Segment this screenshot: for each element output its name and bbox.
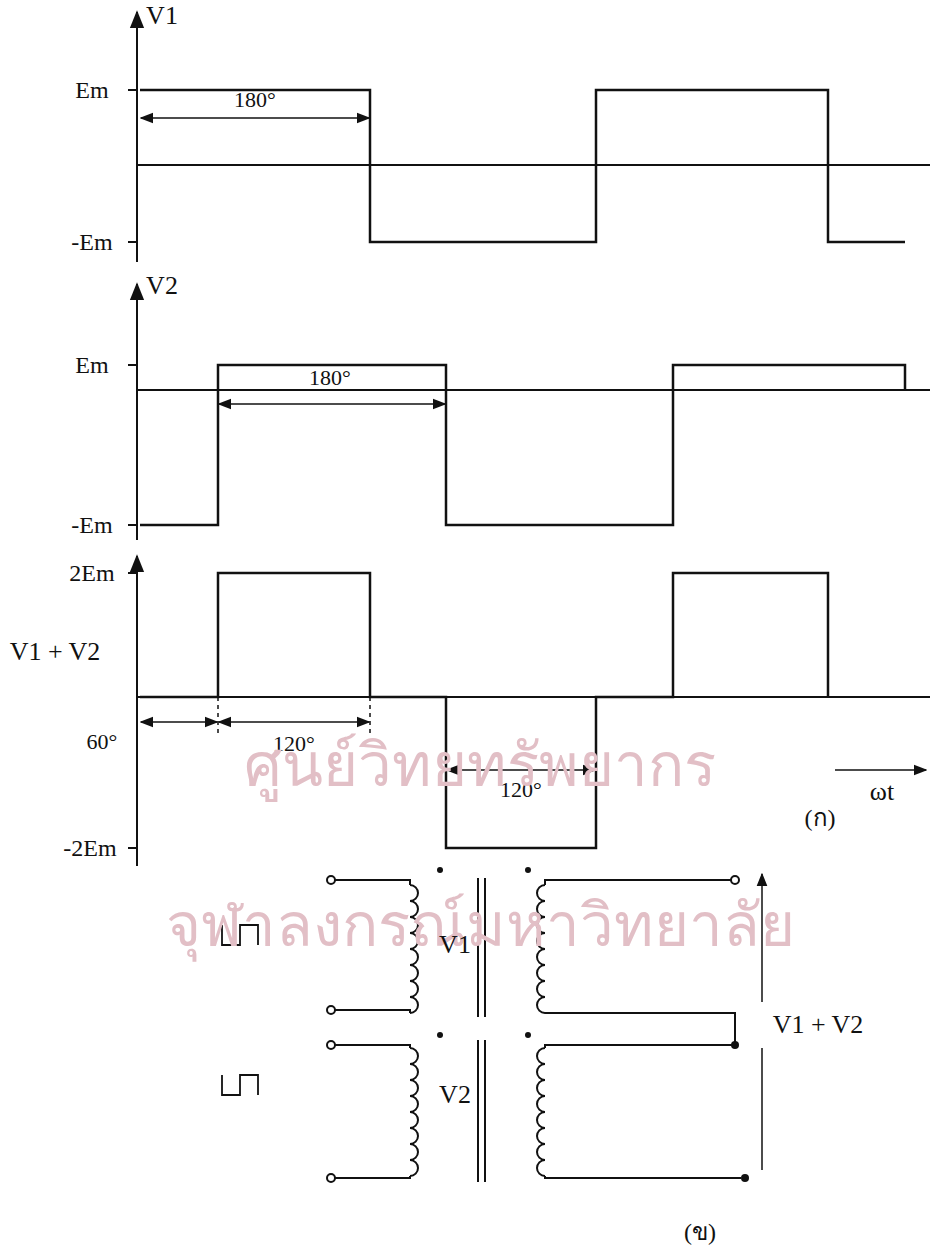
time-arrow: [835, 769, 926, 771]
tick: [128, 364, 137, 366]
terminal: [327, 1006, 335, 1014]
angle-label: 60°: [87, 730, 118, 754]
axis-label: V1 + V2: [10, 638, 101, 667]
axis: [136, 556, 138, 866]
tick: [128, 89, 137, 91]
level-label: -Em: [71, 512, 112, 538]
coil: [537, 1048, 545, 1176]
dimension-arrow: [141, 117, 369, 119]
terminal: [327, 1174, 335, 1182]
tick: [128, 847, 137, 849]
zero-line: [137, 389, 930, 391]
axis-label: ωt: [870, 778, 894, 807]
dashed-guide: [369, 697, 371, 735]
lead-wire: [545, 1176, 741, 1178]
figure-tag: (ก): [805, 805, 836, 831]
level-label: -Em: [71, 229, 112, 255]
tick: [128, 524, 137, 526]
level-label: -2Em: [63, 835, 116, 861]
voltage-arrow: [761, 1048, 763, 1170]
polarity-dot: [525, 1032, 531, 1038]
lead-wire: [335, 880, 410, 885]
terminal: [741, 1174, 749, 1182]
dimension-arrow: [141, 721, 217, 723]
axis-label: V1: [146, 2, 178, 31]
axis: [136, 284, 138, 540]
winding-label: V2: [439, 1081, 471, 1110]
lead-wire: [335, 1010, 410, 1013]
tick: [128, 241, 137, 243]
lead-wire: [335, 1176, 410, 1178]
lead-wire: [335, 1045, 410, 1048]
terminal: [327, 1041, 335, 1049]
watermark: ศูนย์วิทยทรัพยากร: [244, 732, 716, 798]
zero-line: [137, 696, 930, 698]
core: [484, 1040, 486, 1182]
level-label: Em: [75, 352, 108, 378]
watermark: จุฬาลงกรณ์มหาวิทยาลัย: [166, 892, 795, 958]
junction-dot: [731, 1041, 739, 1049]
dashed-guide: [217, 697, 219, 735]
polarity-dot: [437, 867, 443, 873]
polarity-dot: [525, 867, 531, 873]
terminal: [731, 876, 739, 884]
level-label: Em: [75, 77, 108, 103]
square-wave: [140, 365, 905, 525]
zero-line: [137, 164, 930, 166]
lead-wire: [545, 880, 731, 885]
lead-wire: [545, 1013, 735, 1048]
sum-wave: [140, 573, 828, 848]
winding-label: V1: [439, 931, 471, 960]
square-wave: [140, 90, 905, 242]
dimension-arrow: [219, 403, 445, 405]
square-wave-symbol: [222, 1075, 258, 1095]
axis: [136, 12, 138, 262]
coil: [410, 1048, 418, 1176]
core: [477, 1040, 479, 1182]
figure-tag: (ข): [684, 1219, 716, 1245]
dimension-arrow: [219, 721, 369, 723]
angle-label: 180°: [234, 88, 276, 112]
terminal: [327, 876, 335, 884]
axis-label: V2: [146, 272, 178, 301]
polarity-dot: [437, 1032, 443, 1038]
level-label: 2Em: [69, 560, 114, 586]
output-label: V1 + V2: [773, 1011, 864, 1040]
angle-label: 180°: [309, 366, 351, 390]
tick: [128, 572, 137, 574]
